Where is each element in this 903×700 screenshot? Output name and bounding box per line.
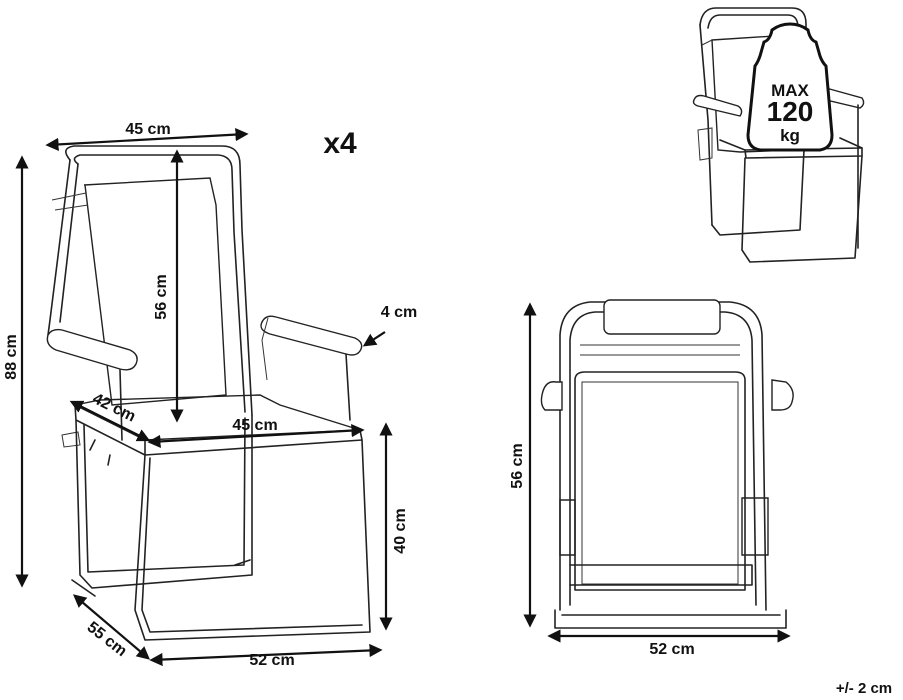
quantity-label: x4 (323, 127, 357, 160)
width-top-arrow (45, 127, 249, 152)
width-base-arrow (149, 643, 383, 667)
load-chair-drawing (692, 7, 865, 263)
seat-depth-label: 42 cm (90, 390, 138, 425)
height-total-label: 88 cm (3, 334, 20, 379)
main-chair-dimensions (15, 127, 393, 667)
seat-height-label: 40 cm (392, 508, 409, 553)
max-load-unit: kg (780, 126, 800, 145)
folded-width-label: 52 cm (649, 641, 694, 658)
armrest-width-arrow (362, 331, 386, 347)
depth-base-arrow (72, 594, 151, 660)
width-top-label: 45 cm (125, 121, 170, 138)
max-load-value: 120 (767, 96, 814, 127)
folded-height-label: 56 cm (509, 443, 526, 488)
seat-depth-arrow (69, 400, 151, 442)
depth-base-label: 55 cm (84, 619, 130, 660)
max-label: MAX (771, 81, 809, 100)
max-load-badge: MAX 120 kg (746, 22, 834, 152)
width-base-label: 52 cm (249, 652, 294, 669)
seat-width-label: 45 cm (232, 417, 277, 434)
seat-width-arrow (147, 424, 365, 448)
folded-chair-dimensions (523, 302, 791, 643)
tolerance-note: +/- 2 cm (836, 680, 892, 697)
backrest-height-label: 56 cm (153, 274, 170, 319)
armrest-width-label: 4 cm (381, 304, 417, 321)
folded-chair-drawing (540, 299, 794, 629)
